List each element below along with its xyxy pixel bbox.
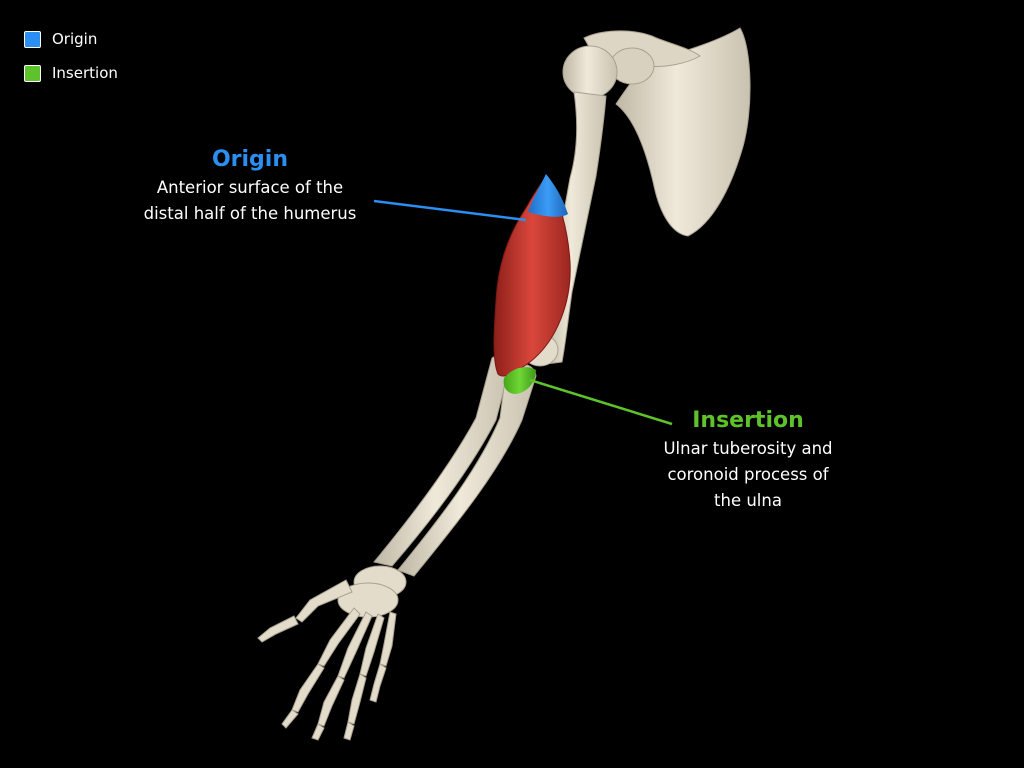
insertion-swatch — [24, 64, 41, 82]
insertion-leader-line — [529, 378, 673, 426]
legend-item-origin: Origin — [24, 28, 118, 50]
origin-description-line: Anterior surface of the — [156, 178, 344, 197]
origin-region — [528, 174, 568, 217]
legend-label: Origin — [52, 30, 98, 48]
insertion-callout: Insertion Ulnar tuberosity and coronoid … — [628, 406, 868, 514]
origin-title: Origin — [211, 147, 289, 172]
origin-leader-line — [373, 199, 527, 222]
legend: Origin Insertion — [24, 28, 118, 96]
origin-swatch — [24, 30, 41, 48]
origin-callout: Origin Anterior surface of the distal ha… — [130, 145, 370, 227]
origin-description-line: distal half of the humerus — [143, 204, 357, 223]
ulna — [397, 363, 537, 577]
insertion-title: Insertion — [692, 408, 804, 433]
legend-label: Insertion — [52, 64, 118, 82]
insertion-region — [503, 367, 536, 394]
hand-bones — [257, 565, 407, 741]
insertion-description-line: the ulna — [714, 491, 782, 510]
insertion-description-line: Ulnar tuberosity and — [663, 439, 833, 458]
legend-item-insertion: Insertion — [24, 62, 118, 84]
brachialis-muscle — [493, 177, 571, 377]
insertion-description-line: coronoid process of — [667, 465, 829, 484]
